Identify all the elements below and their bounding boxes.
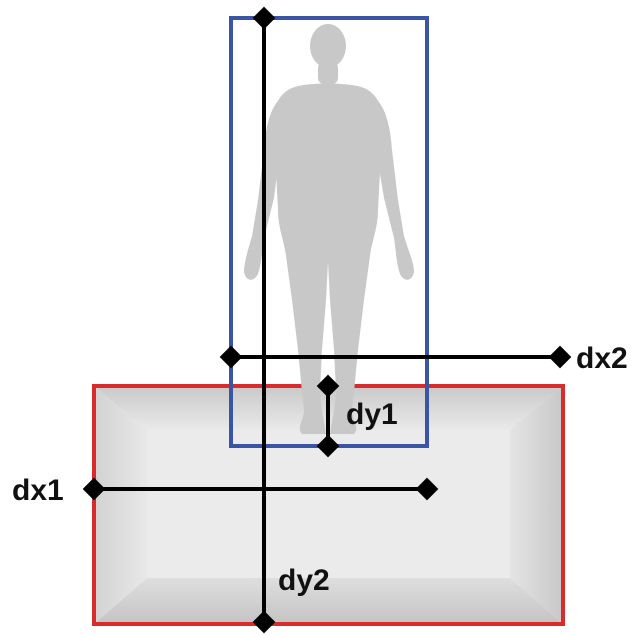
dx1-left-marker <box>82 477 106 501</box>
dx2-label: dx2 <box>576 342 628 375</box>
dx1-right-marker <box>415 477 439 501</box>
dx1-label: dx1 <box>12 474 64 507</box>
dx2-right-marker <box>548 345 572 369</box>
dy1-measure <box>316 374 340 458</box>
human-silhouette-icon <box>244 24 414 434</box>
dx2-measure <box>219 345 572 369</box>
dy1-top-marker <box>316 374 340 398</box>
dy2-top-marker <box>252 6 276 30</box>
dy1-label: dy1 <box>346 398 398 431</box>
dx2-left-marker <box>219 345 243 369</box>
dy2-label: dy2 <box>278 564 330 597</box>
dy1-bottom-marker <box>316 434 340 458</box>
dx1-measure <box>82 477 439 501</box>
